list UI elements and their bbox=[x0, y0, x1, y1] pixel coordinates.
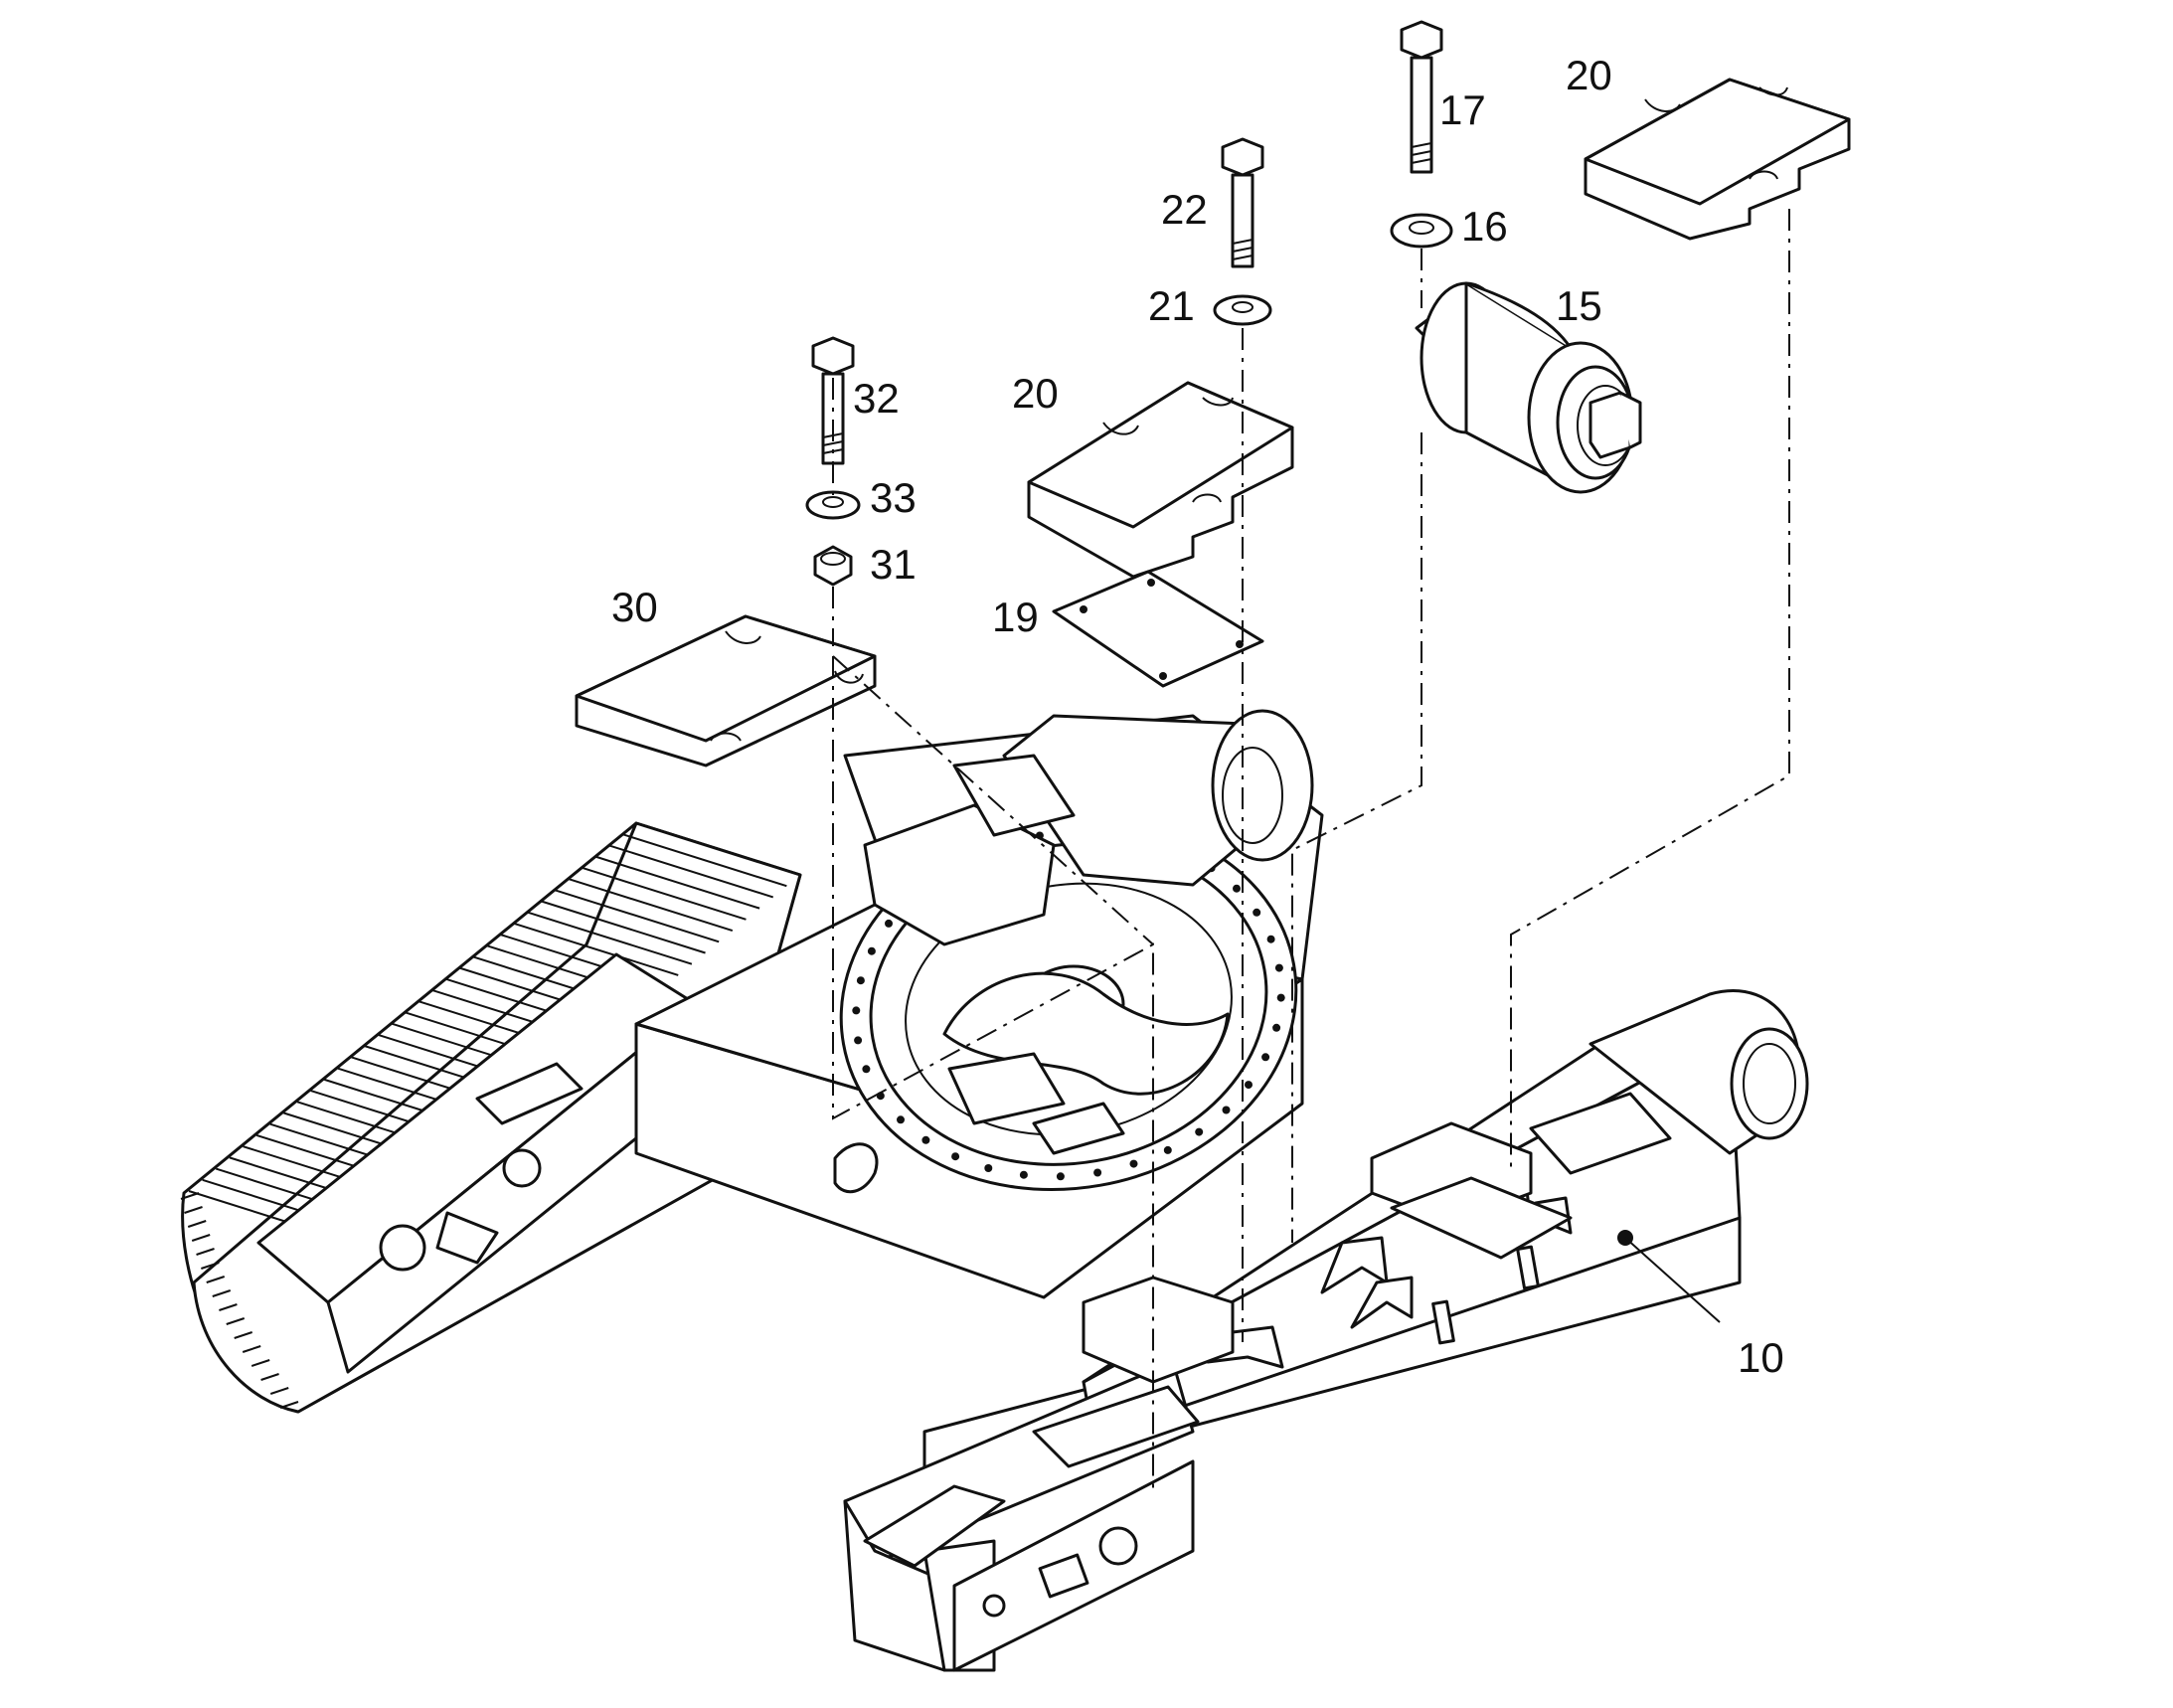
washer-16 bbox=[1390, 213, 1453, 249]
bearing-bolt-hole bbox=[854, 1036, 863, 1045]
track-tooth bbox=[201, 1262, 220, 1270]
bearing-bolt-hole bbox=[862, 1065, 871, 1074]
track-tooth bbox=[251, 1359, 270, 1367]
bearing-bolt-hole bbox=[1163, 1145, 1172, 1154]
bearing-bolt-hole bbox=[1093, 1168, 1102, 1177]
callout-31: 31 bbox=[870, 541, 917, 588]
bearing-bolt-hole bbox=[1129, 1159, 1138, 1168]
track-tooth bbox=[242, 1345, 261, 1353]
track-tooth bbox=[269, 1387, 289, 1395]
track-tooth bbox=[635, 822, 801, 876]
track-tooth bbox=[180, 1192, 200, 1200]
track-tooth bbox=[226, 1317, 246, 1325]
track-tooth bbox=[541, 900, 706, 954]
track-tooth bbox=[554, 889, 720, 943]
bearing-bolt-hole bbox=[1272, 1023, 1281, 1032]
bearing-bolt-hole bbox=[1245, 1081, 1253, 1090]
track-tooth bbox=[187, 1220, 207, 1228]
leader-10 bbox=[1624, 1237, 1721, 1323]
bearing-bolt-hole bbox=[897, 1115, 905, 1124]
callout-22: 22 bbox=[1161, 186, 1208, 233]
callout-15: 15 bbox=[1556, 282, 1602, 329]
track-tooth bbox=[622, 833, 787, 888]
washer-21 bbox=[1213, 294, 1272, 326]
bolt-22 bbox=[1221, 137, 1264, 268]
carrier-roller bbox=[1415, 281, 1642, 494]
track-tooth bbox=[594, 855, 760, 910]
bolt-17 bbox=[1400, 20, 1443, 174]
track-tooth bbox=[279, 1401, 299, 1409]
track-guard-center bbox=[1027, 381, 1294, 579]
bearing-bolt-hole bbox=[1019, 1170, 1028, 1179]
track-tooth bbox=[513, 922, 679, 976]
bolt-32 bbox=[811, 336, 855, 465]
bearing-bolt-hole bbox=[1233, 884, 1241, 893]
callout-21: 21 bbox=[1148, 282, 1195, 329]
track-tooth bbox=[234, 1331, 252, 1339]
track-tooth bbox=[191, 1234, 211, 1242]
bearing-bolt-hole bbox=[951, 1152, 960, 1161]
callout-16: 16 bbox=[1461, 203, 1508, 250]
callout-30: 30 bbox=[611, 584, 658, 630]
track-tooth bbox=[206, 1276, 226, 1283]
callout-33: 33 bbox=[870, 474, 917, 521]
bearing-bolt-hole bbox=[852, 1006, 861, 1015]
bearing-bolt-hole bbox=[867, 946, 876, 955]
bearing-bolt-hole bbox=[1276, 993, 1285, 1002]
track-tooth bbox=[260, 1373, 279, 1381]
bearing-bolt-hole bbox=[1195, 1127, 1204, 1136]
assembly-lines bbox=[832, 209, 1790, 1491]
callout-17: 17 bbox=[1439, 86, 1486, 133]
callout-labels: 10 15 16 17 19 20 20 21 22 30 31 32 33 bbox=[611, 52, 1784, 1381]
track-tooth bbox=[608, 844, 774, 899]
bearing-bolt-hole bbox=[1253, 908, 1261, 917]
track-guard-left bbox=[575, 614, 877, 768]
track-tooth bbox=[527, 911, 693, 965]
track-tooth bbox=[568, 878, 734, 933]
callout-20a: 20 bbox=[1012, 370, 1059, 417]
rear-frame-structure bbox=[863, 709, 1314, 946]
track-tooth bbox=[582, 866, 747, 921]
bearing-bolt-hole bbox=[1274, 963, 1283, 972]
bearing-bolt-hole bbox=[1266, 935, 1275, 943]
callout-10: 10 bbox=[1738, 1334, 1784, 1381]
bearing-bolt-hole bbox=[885, 919, 893, 928]
washer-33 bbox=[805, 490, 861, 520]
callout-32: 32 bbox=[853, 375, 900, 422]
track-tooth bbox=[196, 1248, 215, 1256]
bearing-bolt-hole bbox=[984, 1164, 993, 1172]
track-guard-right bbox=[1584, 78, 1851, 241]
shim-plate bbox=[1052, 570, 1264, 688]
track-tooth bbox=[184, 1206, 203, 1214]
track-tooth bbox=[219, 1303, 238, 1311]
bearing-bolt-hole bbox=[921, 1135, 930, 1144]
callout-20b: 20 bbox=[1566, 52, 1612, 98]
track-tooth bbox=[212, 1289, 232, 1297]
bearing-bolt-hole bbox=[856, 976, 865, 985]
bearing-bolt-hole bbox=[1261, 1053, 1270, 1062]
bearing-bolt-hole bbox=[1222, 1106, 1231, 1114]
callout-19: 19 bbox=[992, 594, 1039, 640]
nut bbox=[813, 545, 853, 587]
bearing-bolt-hole bbox=[1056, 1172, 1065, 1181]
